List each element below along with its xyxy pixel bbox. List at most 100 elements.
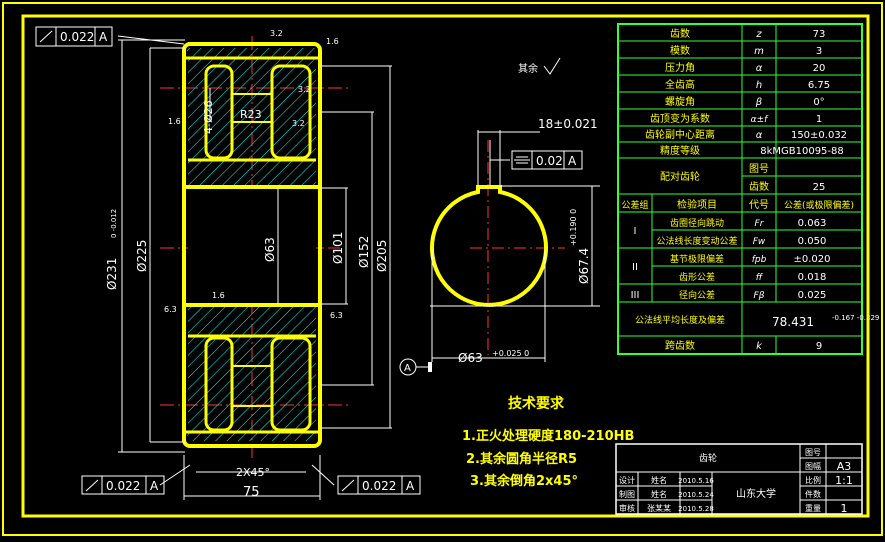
wk-label: 公法线平均长度及偏差 <box>635 314 725 326</box>
tol-head-c1: 公差组 <box>621 199 648 211</box>
tb-r2d: 2010.5.24 <box>678 491 714 499</box>
tb-r1d: 2010.5.16 <box>678 477 714 485</box>
param-sym-4: β <box>755 97 763 108</box>
tol-item-0: 齿圈径向跳动 <box>670 217 724 229</box>
tol-val-0: 0.063 <box>798 218 827 229</box>
param-label-4: 螺旋角 <box>665 95 695 108</box>
tb-k2: 图幅 <box>805 461 821 471</box>
datum-symbol-letter: A <box>404 363 411 374</box>
rough-top: 3.2 <box>270 29 283 38</box>
tol-val-3: 0.018 <box>798 272 827 283</box>
param-label-1: 模数 <box>670 44 690 57</box>
tol-bottom-right-value: 0.022 <box>362 479 396 493</box>
param-val-4: 0° <box>813 97 824 108</box>
tb-r3n: 张某某 <box>647 504 671 513</box>
notes-title: 技术要求 <box>508 395 565 412</box>
tb-k5: 重量 <box>805 503 821 513</box>
rough-mid-left: 6.3 <box>164 305 177 314</box>
key-width: 18±0.021 <box>538 117 598 131</box>
mating-r2-val: 25 <box>813 182 826 193</box>
tb-r3: 审核 <box>619 503 635 513</box>
tol-val-2: ±0.020 <box>793 254 830 265</box>
tol-sym-3: ff <box>756 273 764 283</box>
param-val-3: 6.75 <box>808 80 830 91</box>
note-3: 3.其余倒角2x45° <box>470 473 578 489</box>
section-tol-datum: A <box>568 154 577 168</box>
span-sym: k <box>756 341 763 352</box>
param-label-5: 齿顶变为系数 <box>650 112 710 125</box>
param-sym-5: α±f <box>751 115 769 125</box>
tol-val-4: 0.025 <box>798 290 827 301</box>
tb-k3: 比例 <box>805 475 821 485</box>
param-label-2: 压力角 <box>665 61 695 74</box>
tb-v3: 1:1 <box>835 474 853 487</box>
tol-sym-4: Fβ <box>754 291 765 301</box>
gear-outline <box>182 42 322 448</box>
tol-head-c4: 公差(或极限偏差) <box>784 199 854 211</box>
tolerance-frame-bottom-right: 0.022 A <box>337 475 421 495</box>
tol-item-4: 径向公差 <box>679 289 715 301</box>
tol-grp-0: I <box>634 226 637 237</box>
bore-section-view <box>430 130 600 362</box>
tol-sym-1: Fw <box>753 237 766 247</box>
tb-r2n: 姓名 <box>651 489 667 499</box>
param-sym-0: z <box>755 29 762 40</box>
tb-r1n: 姓名 <box>651 475 667 485</box>
holes-label: 4-Ø26 <box>202 100 215 134</box>
inner-frame <box>21 14 870 518</box>
d-outer-tol: 0 -0.012 <box>110 209 118 238</box>
note-2: 2.其余圆角半径R5 <box>466 451 577 467</box>
d205: Ø205 <box>375 240 389 272</box>
title-block <box>615 443 863 515</box>
tb-r2: 制图 <box>619 489 635 499</box>
param-sym-6: α <box>756 130 763 141</box>
tb-k4: 件数 <box>805 489 821 499</box>
tolerance-frame-top: 0.022 A <box>35 26 113 47</box>
tol-bottom-right-datum: A <box>406 479 415 493</box>
tolerance-frame-bottom-left: 0.022 A <box>81 475 165 495</box>
span-label: 跨齿数 <box>665 339 695 352</box>
param-val-1: 3 <box>816 46 822 57</box>
hatch-rim-top <box>187 48 317 57</box>
d63: Ø63 <box>263 237 277 262</box>
param-label-6: 齿轮副中心距离 <box>645 128 715 141</box>
note-1: 1.正火处理硬度180-210HB <box>462 428 634 444</box>
tol-val-1: 0.050 <box>798 236 827 247</box>
hole-lower <box>231 365 273 407</box>
tol-sym-2: fpb <box>752 255 767 265</box>
gear-section-view <box>160 36 350 462</box>
mating-r1: 图号 <box>749 163 769 175</box>
tb-r1: 设计 <box>619 475 635 485</box>
hatch-lower-body <box>188 305 316 432</box>
d101: Ø101 <box>331 232 345 264</box>
d225: Ø225 <box>135 240 149 272</box>
section-tol-value: 0.02 <box>536 154 563 168</box>
bore-dim: Ø63 <box>458 351 483 365</box>
rough-mid-right: 6.3 <box>330 311 343 320</box>
wk-tol: -0.167 -0.329 <box>832 314 879 322</box>
roughness-symbol-icon <box>543 57 561 75</box>
param-label-3: 全齿高 <box>665 78 695 91</box>
tol-head-c3: 代号 <box>749 199 769 211</box>
tb-v5: 1 <box>841 502 848 515</box>
param-sym-2: α <box>756 63 763 74</box>
tol-grp-2: II <box>632 262 638 273</box>
rough-left: 1.6 <box>168 117 181 126</box>
hatch-rim-bottom <box>187 432 317 441</box>
tol-item-1: 公法线长度变动公差 <box>656 235 737 247</box>
param-sym-1: m <box>754 46 764 57</box>
runout-arrow-icon <box>39 30 53 43</box>
bore-region <box>188 187 316 305</box>
tol-top-datum: A <box>99 30 108 44</box>
r23-label: R23 <box>240 108 262 121</box>
d-outer: Ø231 <box>105 258 119 290</box>
bore-depth-tol: +0.190 0 <box>569 209 578 246</box>
mating-label: 配对齿轮 <box>660 170 700 183</box>
param-val-7: 8kMGB10095-88 <box>760 146 844 157</box>
tol-grp-4: III <box>631 290 640 301</box>
mating-r2: 齿数 <box>749 180 769 193</box>
tb-r3d: 2010.5.28 <box>678 505 714 513</box>
tb-school: 山东大学 <box>736 487 776 500</box>
